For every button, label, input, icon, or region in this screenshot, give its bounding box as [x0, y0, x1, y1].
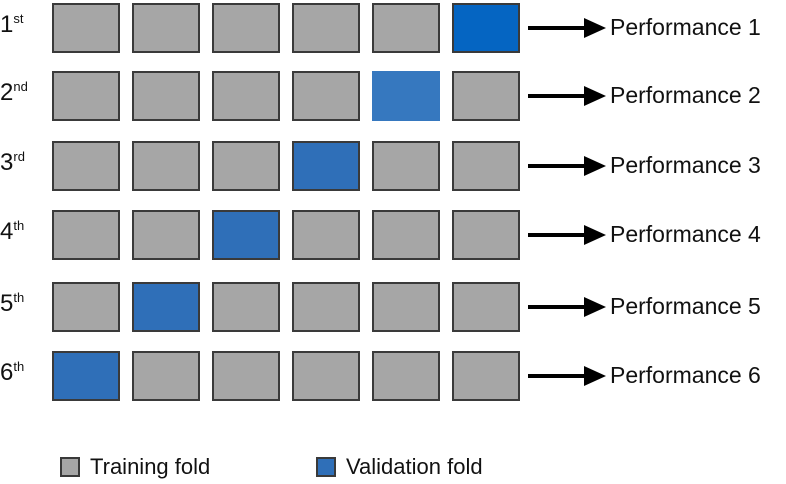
iteration-label: 6th [0, 359, 50, 386]
iteration-suffix: rd [13, 149, 25, 164]
validation-fold [292, 141, 360, 191]
arrow-right-icon [528, 366, 606, 386]
training-fold [292, 351, 360, 401]
iteration-number: 6 [0, 359, 14, 386]
training-fold [52, 71, 120, 121]
iteration-suffix: th [13, 359, 25, 374]
training-fold [372, 141, 440, 191]
training-fold [212, 351, 280, 401]
iteration-number: 4 [0, 218, 14, 245]
training-fold [212, 71, 280, 121]
training-fold [212, 282, 280, 332]
training-fold [52, 141, 120, 191]
performance-label: Performance 3 [610, 152, 761, 178]
validation-fold [372, 71, 440, 121]
arrow-right-icon [528, 225, 606, 245]
validation-fold [212, 210, 280, 260]
legend-validation-label: Validation fold [346, 454, 483, 479]
iteration-label: 2nd [0, 79, 50, 106]
performance-label: Performance 5 [610, 293, 761, 319]
training-fold [52, 282, 120, 332]
arrow-right-icon [528, 18, 606, 38]
training-fold [132, 351, 200, 401]
training-fold [372, 351, 440, 401]
legend-training-swatch [60, 457, 80, 477]
training-fold [212, 3, 280, 53]
iteration-row-2: 2nd Performance 2 [0, 71, 786, 131]
training-fold [452, 141, 520, 191]
iteration-suffix: nd [13, 79, 28, 94]
training-fold [452, 282, 520, 332]
iteration-label: 4th [0, 218, 50, 245]
arrow-right-icon [528, 297, 606, 317]
training-fold [132, 210, 200, 260]
training-fold [292, 3, 360, 53]
training-fold [372, 210, 440, 260]
performance-label: Performance 4 [610, 221, 761, 247]
training-fold [52, 210, 120, 260]
training-fold [452, 210, 520, 260]
training-fold [132, 3, 200, 53]
iteration-number: 5 [0, 290, 14, 317]
iteration-number: 1 [0, 11, 14, 38]
iteration-row-6: 6th Performance 6 [0, 351, 786, 411]
training-fold [292, 71, 360, 121]
training-fold [372, 3, 440, 53]
performance-label: Performance 2 [610, 82, 761, 108]
iteration-suffix: th [13, 218, 25, 233]
validation-fold [452, 3, 520, 53]
training-fold [52, 3, 120, 53]
training-fold [372, 282, 440, 332]
arrow-right-icon [528, 156, 606, 176]
validation-fold [132, 282, 200, 332]
iteration-label: 1st [0, 11, 50, 38]
iteration-suffix: st [13, 11, 24, 26]
training-fold [292, 210, 360, 260]
legend-training-label: Training fold [90, 454, 211, 479]
iteration-row-4: 4th Performance 4 [0, 210, 786, 270]
training-fold [292, 282, 360, 332]
iteration-number: 2 [0, 79, 14, 106]
training-fold [132, 141, 200, 191]
iteration-label: 3rd [0, 149, 50, 176]
training-fold [452, 351, 520, 401]
iteration-row-3: 3rd Performance 3 [0, 141, 786, 201]
iteration-row-1: 1st Performance 1 [0, 3, 786, 63]
arrow-right-icon [528, 86, 606, 106]
iteration-label: 5th [0, 290, 50, 317]
performance-label: Performance 6 [610, 362, 761, 388]
legend-validation-swatch [316, 457, 336, 477]
training-fold [132, 71, 200, 121]
training-fold [452, 71, 520, 121]
validation-fold [52, 351, 120, 401]
iteration-suffix: th [13, 290, 25, 305]
iteration-row-5: 5th Performance 5 [0, 282, 786, 342]
iteration-number: 3 [0, 149, 14, 176]
training-fold [212, 141, 280, 191]
performance-label: Performance 1 [610, 14, 761, 40]
